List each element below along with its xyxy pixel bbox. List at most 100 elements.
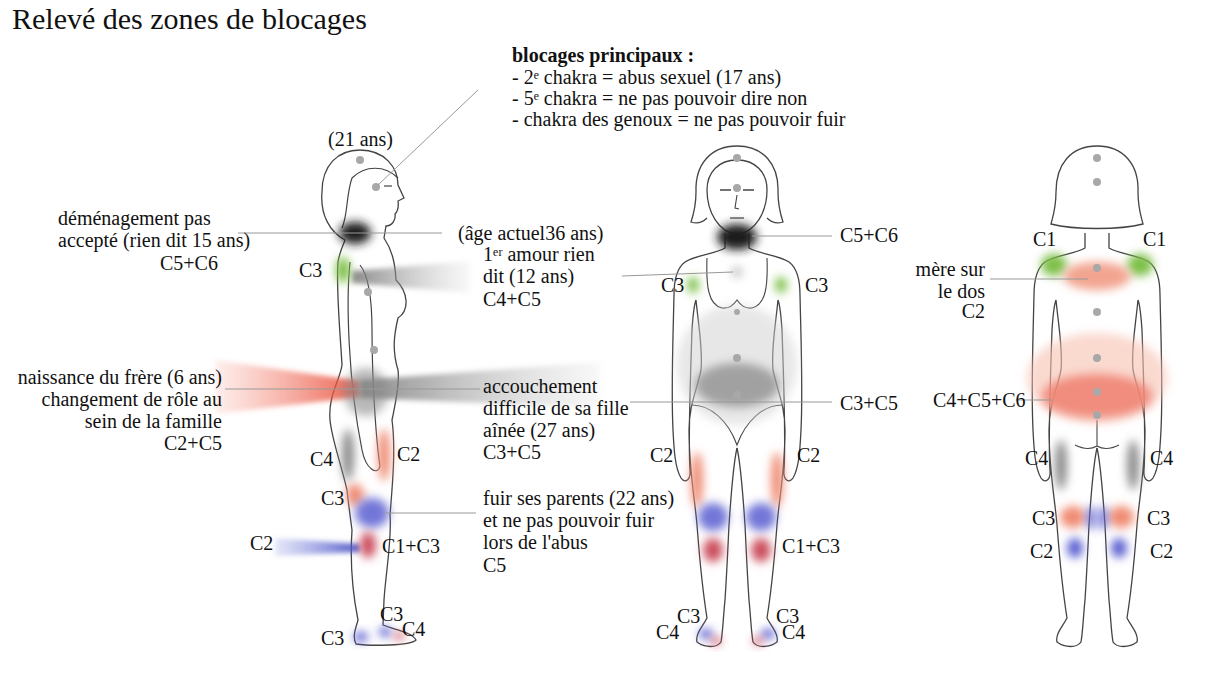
grey-beam xyxy=(352,261,470,293)
chakra-code: C2 xyxy=(1030,540,1053,562)
chakra-code: C1 xyxy=(1033,228,1056,250)
chakra-dot xyxy=(1093,411,1101,419)
front-mouth xyxy=(730,217,744,218)
chakra-code: C2+C5 xyxy=(5,432,222,454)
front-face-left xyxy=(707,160,737,234)
pelvis-blockage xyxy=(677,305,797,425)
chakra-dot xyxy=(733,184,741,192)
knee-blockage xyxy=(355,498,389,528)
chakra-dot xyxy=(733,391,741,399)
side-hair-line xyxy=(342,168,398,228)
foot-blockage xyxy=(379,627,391,637)
chakra-code: C4 xyxy=(310,448,333,470)
blockage-list-item: - 5ᵉ chakra = ne pas pouvoir dire non xyxy=(512,87,807,109)
chakra-code: C5+C6 xyxy=(840,224,898,246)
chakra-dot xyxy=(356,156,364,164)
back-buttocks-line xyxy=(1075,420,1119,449)
leader-line xyxy=(630,402,832,403)
shin-blockage xyxy=(751,538,771,562)
foot-blockage xyxy=(761,629,775,639)
leader-line xyxy=(752,236,832,237)
chakra-dot xyxy=(370,346,378,354)
knee-blockage xyxy=(1087,506,1095,530)
shin-blockage xyxy=(360,532,376,558)
blockage-list-item: - chakra des genoux = ne pas pouvoir fui… xyxy=(512,108,845,130)
thigh-blockage xyxy=(1127,440,1139,490)
hip-blockage xyxy=(1042,374,1152,418)
leader-line xyxy=(990,279,1088,280)
leader-line xyxy=(378,90,478,185)
chakra-code: C2 xyxy=(250,532,273,554)
front-bra-outline xyxy=(707,258,767,308)
chakra-code: C2 xyxy=(1150,540,1173,562)
age-note: (âge actuel36 ans) xyxy=(458,222,603,244)
neck-blockage xyxy=(717,224,757,250)
chakra-dot xyxy=(1093,388,1101,396)
chakra-code: C4+C5 xyxy=(483,288,541,310)
chakra-code: C5+C6 xyxy=(160,252,218,274)
shin-blockage xyxy=(1111,538,1127,558)
pelvis-blockage xyxy=(344,368,388,416)
thigh-blockage xyxy=(378,429,390,481)
front-hair-right xyxy=(737,146,783,223)
chakra-code: C3 xyxy=(805,274,828,296)
chakra-dot xyxy=(733,154,741,162)
pelvis-blockage xyxy=(695,363,779,407)
chakra-code: C2 xyxy=(397,443,420,465)
chakra-dot xyxy=(733,354,741,362)
foot-blockage xyxy=(699,629,713,639)
chakra-code: C1+C3 xyxy=(782,535,840,557)
knee-blockage xyxy=(1108,506,1134,528)
shoulder-blockage xyxy=(336,257,350,283)
chakra-dot xyxy=(1093,178,1101,186)
chakra-code: C1 xyxy=(1143,228,1166,250)
knee-blockage xyxy=(1060,506,1086,528)
event-note: mère sur le dos xyxy=(900,258,985,302)
chakra-dot xyxy=(734,309,740,315)
leader-line xyxy=(385,513,476,514)
back-hair-outline xyxy=(1051,146,1143,229)
blockage-list-item: - 2ᵉ chakra = abus sexuel (17 ans) xyxy=(512,66,781,88)
side-eye xyxy=(384,185,392,186)
shoulder-blockage xyxy=(1127,254,1153,276)
leader-line xyxy=(225,389,480,390)
foot-blockage xyxy=(354,632,368,642)
shoulder-blockage xyxy=(1041,254,1067,276)
chakra-dot xyxy=(1093,308,1101,316)
knee-blockage xyxy=(1099,506,1107,530)
chakra-code: C3 xyxy=(661,274,684,296)
shoulder-blockage xyxy=(775,277,787,293)
thigh-blockage xyxy=(691,452,703,508)
chakra-code: C3+C5 xyxy=(840,392,898,414)
leader-line xyxy=(238,233,442,234)
thigh-blockage xyxy=(342,429,354,481)
chakra-dot xyxy=(1093,154,1101,162)
chakra-code: C3 xyxy=(1147,507,1170,529)
side-arm-outline xyxy=(348,262,380,471)
chakra-code: C3 xyxy=(299,259,322,281)
chakra-code: C4 xyxy=(1025,447,1048,469)
chakra-code: C4 xyxy=(656,621,679,643)
chakra-code: C1+C3 xyxy=(382,535,440,557)
chakra-code: C3 xyxy=(677,605,700,627)
shin-blockage xyxy=(1067,538,1083,558)
knee-blockage xyxy=(698,503,728,531)
chakra-code: C4 xyxy=(782,621,805,643)
chakra-code: C4+C5+C6 xyxy=(933,389,1026,411)
event-note: 1ᵉʳ amour rien dit (12 ans) xyxy=(483,243,613,287)
chakra-code: C3 xyxy=(321,627,344,649)
age-note: (21 ans) xyxy=(328,128,393,150)
list-heading: blocages principaux : xyxy=(512,44,694,66)
front-nose xyxy=(735,195,739,209)
shoulder-blockage xyxy=(687,277,699,293)
chakra-code: C5 xyxy=(483,554,506,576)
chakra-dot xyxy=(1093,264,1101,272)
chakra-dot xyxy=(1093,354,1101,362)
foot-blockage xyxy=(753,637,763,645)
thigh-blockage xyxy=(1055,440,1067,490)
chakra-code: C3+C5 xyxy=(483,441,541,463)
back-body-right xyxy=(1097,233,1162,647)
chakra-dot xyxy=(364,288,372,296)
event-note: fuir ses parents (22 ans) et ne pas pouv… xyxy=(483,487,679,553)
event-note: accouchement difficile de sa fille aînée… xyxy=(483,375,633,441)
